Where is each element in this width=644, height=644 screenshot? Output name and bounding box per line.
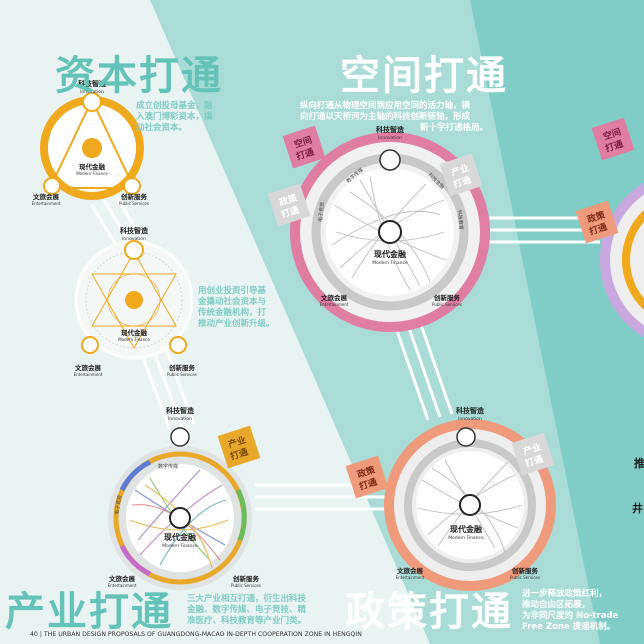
right-label-en: Public Services [231,583,261,588]
ring-word-esports: 电子竞技 [317,202,326,223]
left-label-cn: 文旅会展 [108,574,136,583]
ring-word-digital: 数字传媒 [158,463,178,470]
right-edge-diagram: 政策 打通 空间 打通 [575,117,644,338]
capital-desc-2: 用创业投资引导基 金撬动社会资本与 传统金融机构，打 推动产业创新升级。 [198,286,275,330]
capital-desc-line1: 成立创投母基金，融 [136,101,213,111]
space-desc-line2: 向打通以天桥河为主轴的科技创新链轴，形成 [300,112,471,122]
capital-desc2-line3: 传统金融机构，打 [198,308,267,318]
space-desc-line1: 纵向打通从物理空间到应用空间的活力轴，横 [300,101,471,111]
ring-word-education: 科技教育 [456,210,465,231]
capital-desc-line3: 动社会资本。 [136,123,188,133]
capital-desc2-line1: 用创业投资引导基 [198,286,267,296]
center-label-en: Modern Finance [448,535,484,541]
capital-triangle [48,97,136,189]
top-label-cn: 科技智造 [120,226,149,235]
left-label-en: Entertainment [320,302,349,307]
space-diagram: 科技智造 Innovation 现代金融 Modern Finance 文旅会展… [267,125,490,332]
top-label-en: Innovation [378,135,402,141]
capital-diagram-1: 科技智造 Innovation 现代金融 Modern Finance 文旅会展… [32,79,149,206]
left-label-cn: 文旅会展 [396,566,424,575]
center-label-cn: 现代金融 [79,162,106,171]
right-label-cn: 创新服务 [511,566,539,575]
right-label-en: Public Services [510,575,540,580]
top-node [82,92,102,112]
left-label-en: Entertainment [32,201,61,206]
top-label-cn: 科技智造 [456,406,485,415]
left-label-en: Entertainment [74,372,103,377]
center-label-cn: 现代金融 [164,532,196,542]
industry-desc-line3: 准医疗、科技教育等产业门类。 [187,616,307,626]
capital-desc2-line2: 金撬动社会资本与 [198,297,267,307]
right-label-cn: 创新服务 [433,293,461,302]
policy-diagram: 科技智造 Innovation 现代金融 Modern Finance 文旅会展… [345,406,556,591]
left-label-cn: 文旅会展 [320,293,348,302]
industry-desc: 三大产业相互打通，衍生出科技 金融、数字传媒、电子竞技、精 准医疗、科技教育等产… [187,594,306,627]
center-label-cn: 现代金融 [374,249,406,259]
ring-word-esports: 电子竞技 [113,494,123,515]
right-label-en: Public Services [167,372,197,377]
top-label-cn: 科技智造 [166,406,195,415]
left-label-cn: 文旅会展 [74,363,102,372]
capital-title: 资本打通 [55,53,223,99]
capital-desc2-line4: 推动产业创新升级。 [198,319,275,329]
center-label-en: Modern Finance [372,260,408,266]
center-label-cn: 现代金融 [450,524,482,534]
policy-desc: 进一步释放政策红利， 推动自由区拓展， 为非同尺度的 No-trade Free… [522,589,618,633]
policy-desc-line3: 为非同尺度的 No-trade [522,611,619,621]
top-label-cn: 科技智造 [78,79,107,88]
policy-desc-line2: 推动自由区拓展， [522,600,591,610]
capital-desc: 成立创投母基金，融 入澳门博彩资本，撬 动社会资本。 [136,101,213,134]
policy-desc-line4: Free Zone 提速机制。 [522,622,616,632]
right-label-cn: 创新服务 [168,363,196,372]
right-label-cn: 创新服务 [120,192,148,201]
center-label-cn: 现代金融 [121,328,148,337]
top-label-cn: 科技智造 [376,125,405,134]
industry-desc-line1: 三大产业相互打通，衍生出科技 [187,594,307,604]
page-footer: 40 | THE URBAN DESIGN PROPOSALS OF GUANG… [30,631,362,638]
industry-diagram: 科技智造 Innovation 现代金融 Modern Finance 文旅会展… [108,406,261,590]
industry-tag-bg [217,425,261,469]
edge-char-2: 井 [632,502,643,515]
top-label-en: Innovation [458,416,482,422]
left-label-en: Entertainment [396,575,425,580]
industry-desc-line2: 金融、数字传媒、电子竞技、精 [187,605,307,615]
policy-title: 政策打通 [345,589,513,635]
top-label-en: Innovation [168,416,192,422]
top-label-en: Innovation [80,89,104,95]
top-label-en: Innovation [122,236,146,242]
center-label-en: Modern Finance [162,543,198,549]
space-desc: 纵向打通从物理空间到应用空间的活力轴，横 向打通以天桥河为主轴的科技创新链轴，形… [300,101,488,134]
center-label-en: Modern Finance [76,171,108,176]
center-label-en: Modern Finance [118,337,150,342]
capital-desc-line2: 入澳门博彩资本，撬 [136,112,213,122]
capital-diagram-2: 科技智造 Innovation 现代金融 Modern Finance 文旅会展… [74,226,197,377]
right-label-en: Public Services [119,201,149,206]
right-label-cn: 创新服务 [232,574,260,583]
space-desc-line3: 新十字打通格局。 [420,123,489,133]
dark-teal-band [470,0,644,644]
policy-desc-line1: 进一步释放政策红利， [522,589,608,599]
left-label-en: Entertainment [108,583,137,588]
space-title: 空间打通 [340,53,508,99]
right-label-en: Public Services [432,302,462,307]
edge-char-1: 推 [634,457,644,470]
industry-title: 产业打通 [5,589,173,635]
left-label-cn: 文旅会展 [32,192,60,201]
